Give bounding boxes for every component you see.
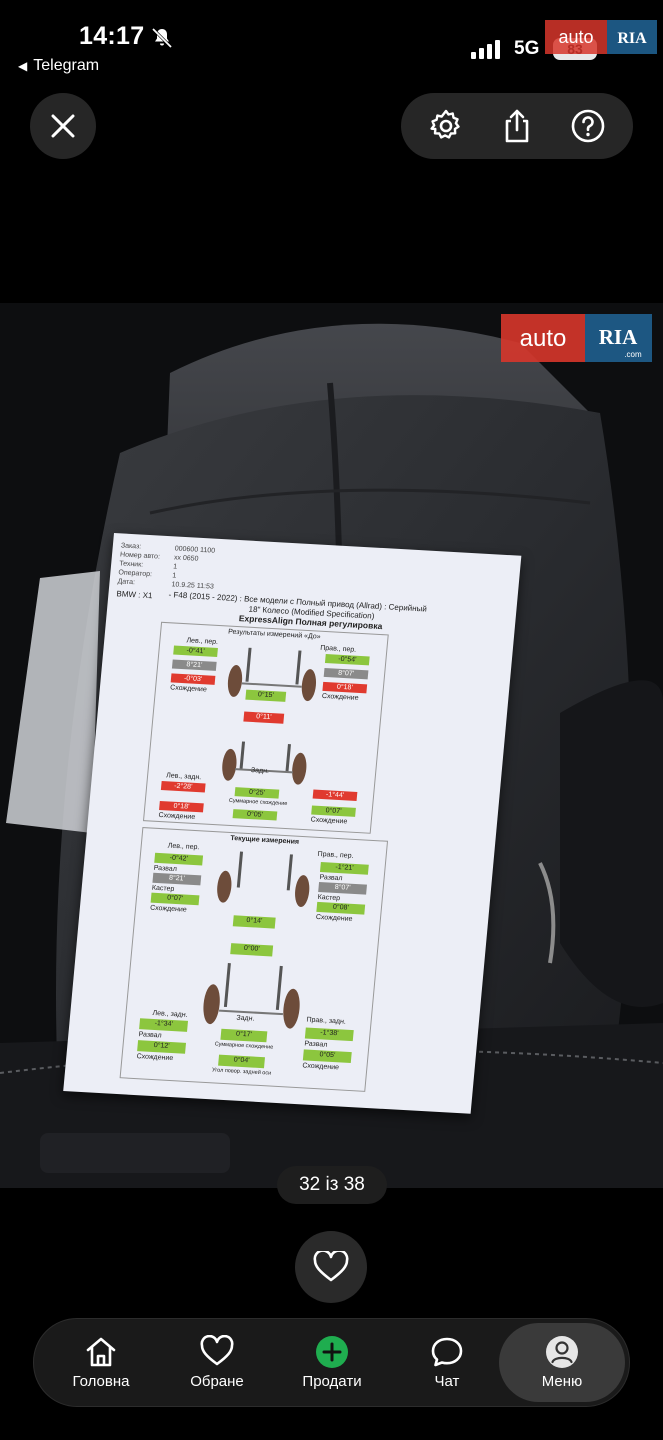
share-icon [505,109,529,143]
bottom-nav: Головна Обране Продати Чат Меню [33,1318,630,1407]
current-section: Текущие измерения Лев., пер. Прав., пер.… [119,827,389,1092]
signal-icon [471,40,500,59]
nav-menu[interactable]: Меню [517,1319,607,1406]
val-cur-front-total: 0°14' [232,915,276,929]
val-before-rr-camber: -1°44' [312,789,358,801]
gallery-photo[interactable]: Заказ:Номер авто:Техник:Оператор:Дата: 0… [0,303,663,1188]
share-button[interactable] [497,106,537,146]
val-before-fr-camber: -0°54' [324,654,370,666]
nav-favorites-label: Обране [190,1373,244,1390]
label-cur-right-front: Прав., пер. [317,850,354,860]
favorite-button[interactable] [295,1231,367,1303]
photo-counter: 32 із 38 [277,1166,387,1204]
label-cur-fr-toe: Схождение [315,913,353,923]
user-avatar-icon [546,1336,578,1368]
rear-axle-diagram [222,741,307,785]
nav-home-label: Головна [72,1373,130,1390]
before-section: Результаты измерений «До» Лев., пер. Пра… [142,621,389,834]
close-button[interactable] [30,93,96,159]
nav-home[interactable]: Головна [56,1319,146,1406]
label-cur-rl-toe: Схождение [136,1053,174,1063]
nav-chat[interactable]: Чат [402,1319,492,1406]
nav-favorites[interactable]: Обране [172,1319,262,1406]
cur-rear-axle-diagram [203,963,300,1029]
label-cur-rr-toe: Схождение [302,1062,340,1072]
home-icon [86,1337,116,1367]
cur-front-axle-diagram [217,851,310,908]
label-cur-right-rear: Прав., задн. [306,1016,347,1026]
photo-toolbar [401,93,633,159]
settings-button[interactable] [426,106,466,146]
label-cur-thrust: Угол повор. задней оси [211,1067,272,1077]
watermark-ria-text: RIA [599,325,638,349]
close-icon [51,114,75,138]
val-cur-front-set: 0°00' [230,943,274,957]
bell-muted-icon [151,27,173,49]
status-time: 14:17 [79,22,145,50]
val-before-fl-caster: 8°21' [171,659,217,671]
network-label: 5G [514,38,540,59]
nav-sell[interactable]: Продати [286,1319,378,1406]
label-before-rl-toe: Схождение [158,811,196,821]
front-axle-diagram [227,647,317,702]
back-app-label: Telegram [33,57,100,74]
label-cur-left-front: Лев., пер. [167,842,200,852]
autoria-watermark: auto RIA .com [501,314,652,362]
heart-icon [313,1251,349,1282]
label-cur-rear: Задн. [236,1014,255,1023]
label-before-rr-toe: Схождение [310,816,348,826]
nav-chat-label: Чат [434,1373,460,1390]
back-arrow-icon: ◀ [18,59,28,73]
val-before-thrust: 0°05' [232,809,278,821]
label-cur-total-toe: Суммарное схождение [214,1041,274,1051]
heart-icon [200,1335,234,1366]
back-to-telegram-link[interactable]: ◀ Telegram [18,57,99,75]
val-before-rl-camber: -2°28' [160,781,206,793]
logo-ria-text: RIA [617,30,647,47]
label-cur-rr-camber: Развал [304,1040,328,1049]
val-before-front-set: 0°11' [243,711,285,724]
watermark-domain-text: .com [624,350,642,359]
val-before-fr-caster: 8°07' [323,667,369,680]
label-rear: Задн. [250,767,270,776]
autoria-logo-overlay: auto RIA [545,20,657,54]
gear-icon [430,109,461,139]
val-before-fl-camber: -0°41' [173,645,218,657]
nav-sell-label: Продати [302,1373,362,1390]
label-before-fr-toe: Схождение [321,692,359,702]
label-cur-rl-camber: Развал [138,1031,162,1040]
nav-menu-label: Меню [541,1373,583,1390]
watermark-auto-text: auto [520,325,567,352]
label-left-front: Лев., пер. [186,637,219,646]
label-before-total-toe: Суммарное схождение [228,797,288,808]
help-icon [571,109,604,143]
plus-circle-icon [316,1336,348,1368]
chat-bubble-icon [431,1337,463,1367]
alignment-report-paper: Заказ:Номер авто:Техник:Оператор:Дата: 0… [63,533,522,1114]
logo-auto-text: auto [558,27,593,47]
help-button[interactable] [568,106,608,146]
label-before-fl-toe: Схождение [169,684,208,694]
label-cur-fl-toe: Схождение [149,904,187,914]
